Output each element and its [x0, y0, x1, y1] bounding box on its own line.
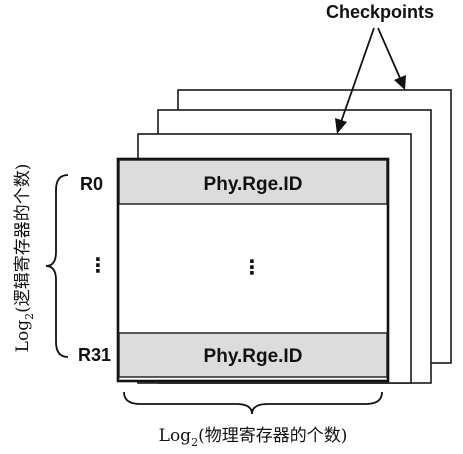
center-ellipsis: ⋮: [242, 257, 262, 279]
svg-text:Log2(逻辑寄存器的个数): Log2(逻辑寄存器的个数): [13, 164, 36, 353]
left-brace: [45, 174, 69, 358]
register-labels: R0 ⋮ R31: [78, 174, 111, 365]
checkpoint-arrows: [335, 27, 406, 134]
register-label-r0: R0: [80, 174, 103, 194]
row-r0-band: [118, 159, 388, 205]
y-axis-label: Log2(逻辑寄存器的个数): [13, 164, 36, 353]
x-axis-label-prefix: Log: [159, 426, 192, 446]
x-axis-label-subscript: 2: [191, 436, 198, 449]
bottom-brace: [123, 391, 383, 415]
checkpoint-arrow-left-head: [335, 118, 347, 134]
checkpoints-label: Checkpoints: [326, 2, 434, 22]
register-label-r31: R31: [78, 345, 111, 365]
row-r0-cell: Phy.Rge.ID: [204, 174, 303, 195]
y-axis-label-subscript: 2: [23, 313, 36, 320]
row-r31-cell: Phy.Rge.ID: [204, 346, 303, 367]
checkpoint-arrow-right-head: [394, 75, 406, 90]
row-r31-band: [118, 332, 388, 378]
register-ellipsis: ⋮: [88, 255, 108, 277]
x-axis-label-text: (物理寄存器的个数): [198, 426, 347, 446]
y-axis-label-text: (逻辑寄存器的个数): [13, 164, 33, 313]
checkpoint-arrow-left-line: [340, 27, 375, 123]
register-map-table: Phy.Rge.ID Phy.Rge.ID ⋮: [116, 157, 390, 383]
y-axis-label-prefix: Log: [13, 320, 33, 353]
checkpoint-arrow-right-line: [377, 27, 401, 79]
x-axis-label: Log2(物理寄存器的个数): [159, 426, 348, 449]
